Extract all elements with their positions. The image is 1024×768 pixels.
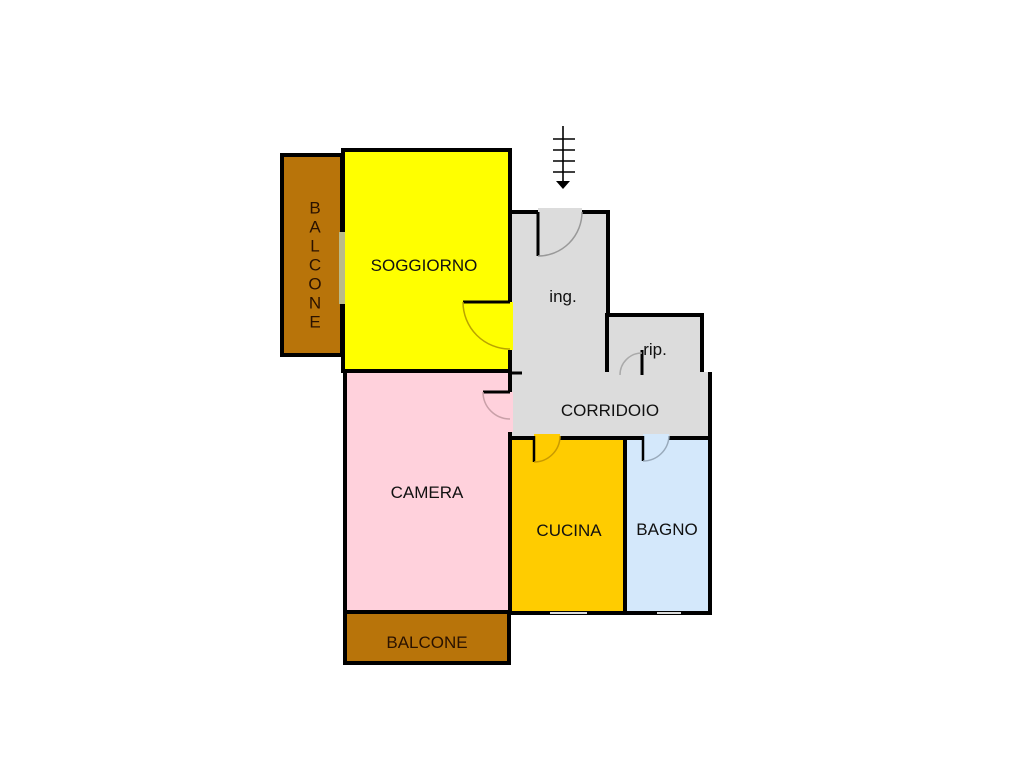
room-label-camera: CAMERA [390,483,464,502]
room-bagno [623,436,712,615]
room-label-bagno: BAGNO [636,520,698,539]
room-label-soggiorno: SOGGIORNO [370,256,478,275]
room-label-corridoio: CORRIDOIO [560,401,660,420]
room-label-ingresso: ing. [549,287,577,306]
room-label-ripostiglio: rip. [643,340,667,359]
stair-arrow-down-icon [553,126,575,189]
room-label-cucina: CUCINA [536,521,602,540]
room-balcone-sud [343,610,511,665]
room-label-balcone-sud: BALCONE [386,633,468,652]
room-label-balcone-ovest: BALCONE [308,198,322,332]
